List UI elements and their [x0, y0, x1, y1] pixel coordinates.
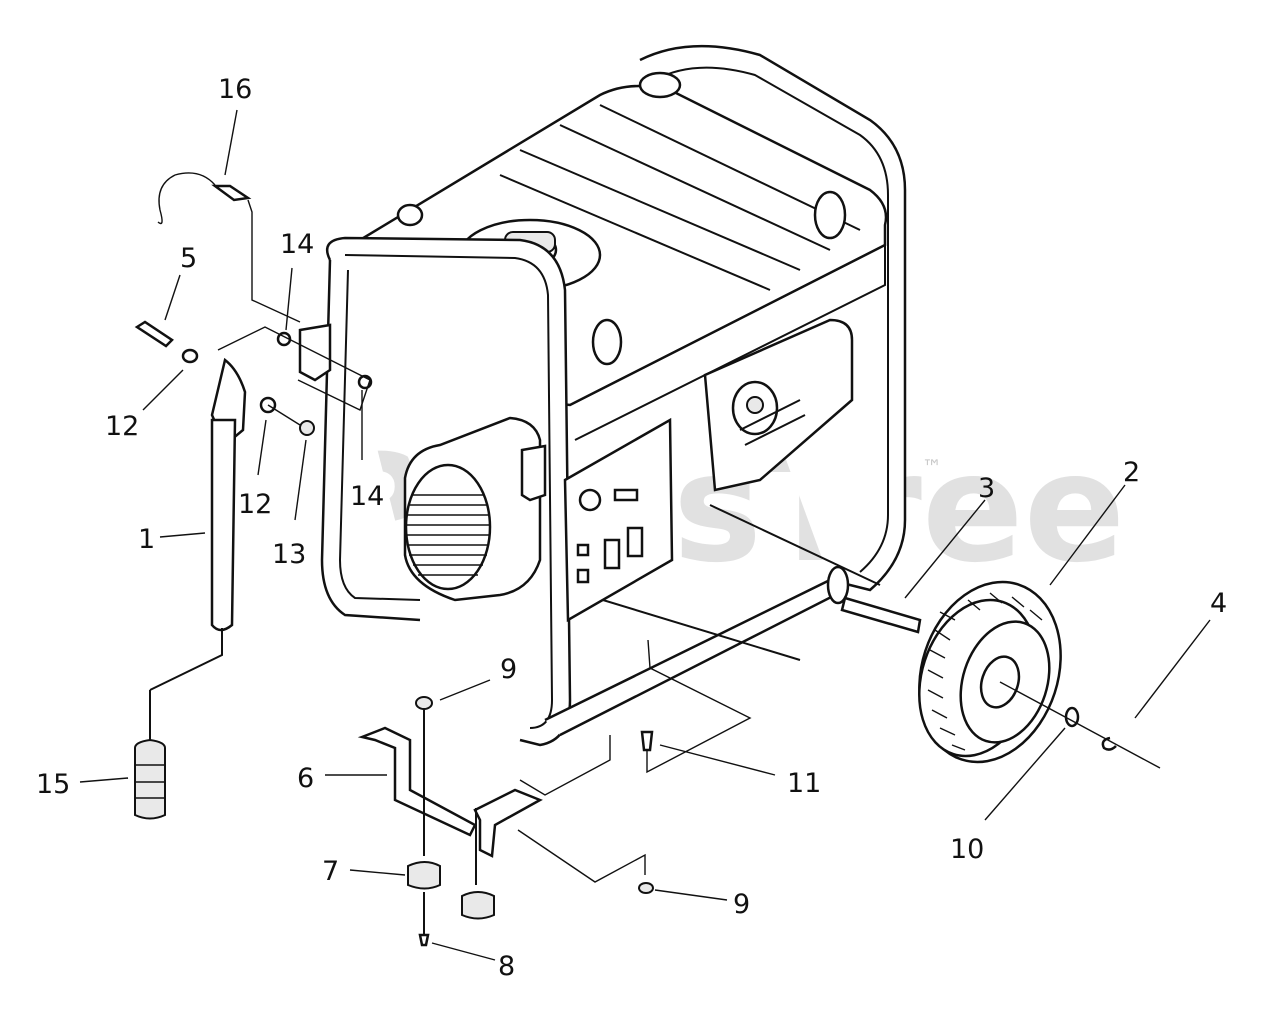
leader-14a — [285, 267, 293, 331]
callout-12b: 12 — [238, 489, 272, 520]
leader-11 — [659, 744, 776, 776]
callout-2: 2 — [1123, 457, 1140, 488]
callout-9a: 9 — [500, 654, 517, 685]
callout-12a: 12 — [105, 411, 139, 442]
fan-grill — [406, 494, 490, 576]
watermark-trademark: ™ — [922, 455, 942, 479]
leader-5 — [164, 274, 181, 321]
leader-13 — [294, 439, 307, 521]
callout-15: 15 — [36, 769, 70, 800]
leader-8 — [431, 942, 496, 961]
wheel-assembly — [840, 580, 1161, 769]
callout-3: 3 — [978, 473, 995, 504]
leader-16 — [224, 109, 238, 176]
callout-1: 1 — [138, 524, 155, 555]
callout-5: 5 — [180, 243, 197, 274]
callout-16: 16 — [218, 74, 252, 105]
callout-4: 4 — [1210, 588, 1227, 619]
callout-labels: 16 5 12 12 13 14 14 1 15 3 2 4 10 9 11 6… — [36, 74, 1227, 982]
leader-7 — [349, 869, 406, 876]
callout-6: 6 — [297, 763, 314, 794]
generator-frame — [298, 44, 907, 747]
leader-10 — [984, 727, 1066, 821]
callout-9b: 9 — [733, 889, 750, 920]
callout-11: 11 — [787, 768, 821, 799]
leader-4 — [1134, 619, 1211, 719]
leader-1 — [159, 532, 206, 538]
handle-assembly — [134, 172, 373, 820]
leader-9a — [439, 679, 491, 701]
leader-12b — [257, 419, 267, 476]
callout-10: 10 — [950, 834, 984, 865]
leader-lines — [79, 109, 1211, 961]
leader-3 — [904, 499, 986, 599]
callout-14b: 14 — [350, 481, 384, 512]
leader-15 — [79, 777, 129, 783]
callout-14a: 14 — [280, 229, 314, 260]
foot-bracket — [357, 639, 752, 947]
callout-8: 8 — [498, 951, 515, 982]
leader-12a — [142, 369, 184, 411]
callout-7: 7 — [322, 856, 339, 887]
tire-tread — [927, 592, 1043, 751]
leader-9b — [654, 889, 728, 901]
callout-13: 13 — [272, 539, 306, 570]
leader-2 — [1049, 484, 1126, 586]
